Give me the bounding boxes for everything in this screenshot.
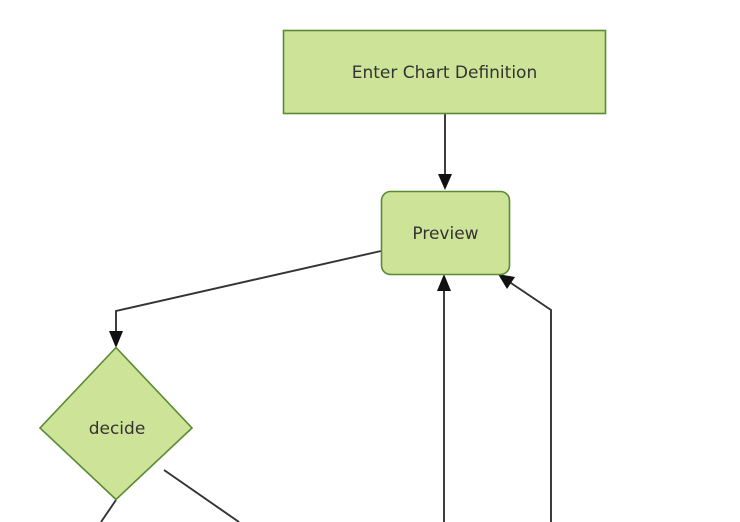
edge-line xyxy=(115,250,382,336)
node-decide[interactable]: decide xyxy=(38,346,194,501)
edge-layer xyxy=(100,113,552,522)
arrow-head-icon xyxy=(109,331,123,348)
edge-line xyxy=(100,499,117,522)
node-enter-chart-definition[interactable]: Enter Chart Definition xyxy=(282,29,607,115)
edge-bottom-right-to-preview xyxy=(498,274,552,522)
edge-decide-to-lower-left xyxy=(100,499,117,522)
node-shape-diamond xyxy=(38,346,194,501)
edge-preview-to-decide xyxy=(109,250,382,348)
node-shape-rectangle xyxy=(282,29,607,115)
arrow-head-icon xyxy=(437,274,451,291)
edge-bottom-center-to-preview xyxy=(437,274,451,522)
node-shape-rounded-rectangle xyxy=(380,190,511,276)
edge-enter-to-preview xyxy=(438,113,452,190)
edge-line xyxy=(163,469,240,522)
arrow-head-icon xyxy=(438,174,452,190)
edge-decide-to-lower-right xyxy=(163,469,240,522)
arrow-head-icon xyxy=(498,274,515,289)
edge-line xyxy=(507,280,552,522)
node-preview[interactable]: Preview xyxy=(380,190,511,276)
